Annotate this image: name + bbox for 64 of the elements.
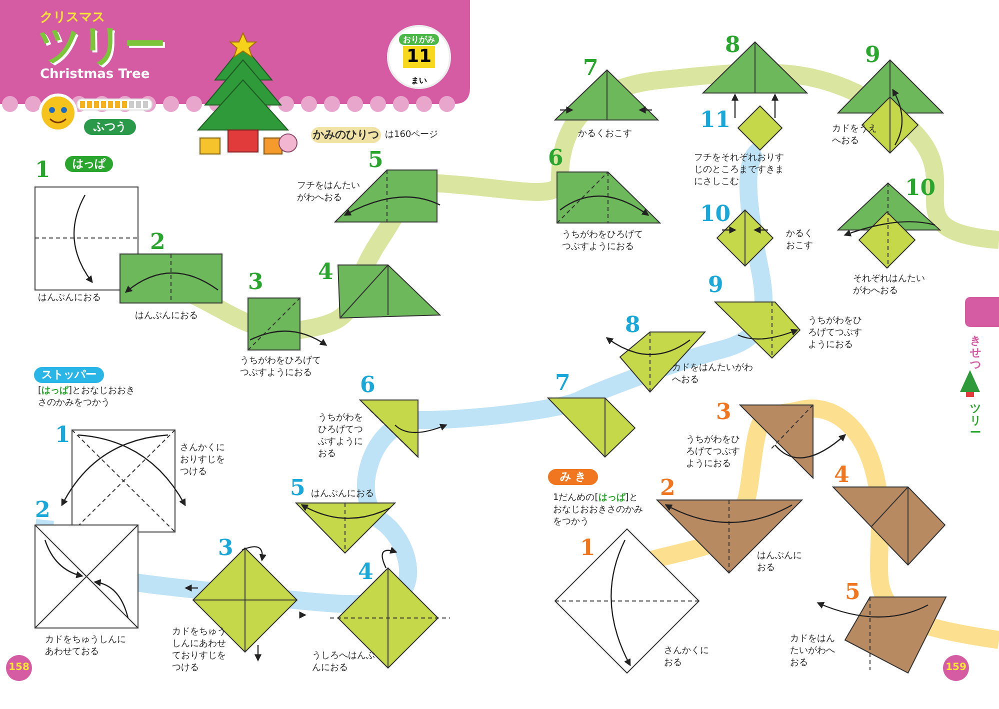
step-number: 2 [35, 498, 50, 522]
step-number: 9 [708, 273, 724, 297]
step-number: 5 [368, 148, 384, 172]
step-number: 8 [625, 313, 640, 337]
step-number: 1 [55, 423, 70, 447]
step-number: 2 [150, 230, 166, 254]
instruction-text: 1だんめの[はっぱ]とおなじおおきさのかみをつかう [553, 492, 644, 528]
instruction-text: フチをそれぞれおりすじのところまですきまにさしこむ [694, 152, 785, 188]
instruction-text: うしろへはんぶんにおる [312, 650, 376, 674]
tab-text: きせつ [970, 335, 982, 371]
step-number: 3 [218, 536, 234, 560]
instruction-text: うちがわをひろげてつぶすようにおる [318, 412, 364, 460]
page-number: 158 [6, 655, 32, 681]
instruction-text: フチをはんたいがわへおる [297, 180, 361, 204]
instruction-text: はんぶんにおる [311, 488, 375, 500]
instruction-text: カドをちゅうしんにあわせておる [45, 634, 127, 658]
step-number: 8 [725, 33, 740, 57]
instruction-text: カドをうえへおる [832, 123, 878, 147]
step-number: 3 [248, 270, 264, 294]
instruction-text: うちがわをひろげてつぶすようにおる [240, 355, 322, 379]
instruction-text: はんぶんにおる [38, 292, 102, 304]
step-number: 7 [555, 371, 570, 395]
step-number: 3 [716, 400, 732, 424]
instruction-text: うちがわをひろげてつぶすようにおる [562, 229, 644, 253]
step-number: 6 [548, 146, 564, 170]
instruction-text: かるくおこす [578, 128, 633, 140]
badge-caption: まい [411, 76, 427, 86]
instruction-text: かるくおこす [786, 228, 814, 252]
instruction-text: カドをはんたいがわへおる [672, 362, 754, 386]
step-number: 4 [358, 560, 374, 584]
step-number: 6 [360, 373, 376, 397]
instruction-text: それぞれはんたいがわへおる [853, 273, 926, 297]
step-number: 2 [660, 476, 676, 500]
header-text: Christmas Tree [40, 67, 151, 83]
step-number: 11 [700, 108, 731, 132]
tab-text: ツリー [970, 403, 982, 439]
difficulty-tag: ふつう [84, 119, 136, 135]
step-number: 4 [318, 260, 334, 284]
instruction-text: うちがわをひろげてつぶすようにおる [808, 315, 863, 351]
section-tag: はっぱ [65, 156, 113, 172]
step-number: 1 [35, 158, 50, 182]
instruction-text: うちがわをひろげてつぶすようにおる [686, 434, 741, 470]
instruction-text: カドをちゅうしんにあわせておりすじをつける [172, 626, 227, 674]
page-number: 159 [943, 655, 969, 681]
badge-caption: おりがみ [399, 34, 439, 45]
step-number: 5 [845, 580, 860, 604]
instruction-text: [はっぱ]とおなじおおきさのかみをつかう [38, 385, 136, 409]
instruction-text: はんぶんにおる [757, 550, 803, 574]
instruction-text: さんかくにおりすじをつける [180, 442, 226, 478]
page-reference: は160ページ [385, 129, 438, 141]
step-number: 10 [905, 176, 936, 200]
instruction-text: カドをはんたいがわへおる [790, 633, 836, 669]
section-tag: ストッパー [34, 367, 104, 383]
count-number: 11 [403, 46, 435, 68]
step-number: 9 [865, 43, 880, 67]
reference-tag: かみのひりつ [311, 127, 381, 143]
step-number: 1 [580, 536, 596, 560]
instruction-text: はんぶんにおる [135, 310, 199, 322]
step-number: 10 [700, 202, 731, 226]
instruction-text: さんかくにおる [664, 645, 710, 669]
step-number: 4 [834, 463, 850, 487]
step-number: 7 [583, 56, 598, 80]
step-number: 5 [290, 476, 306, 500]
section-tag: み き [548, 469, 598, 485]
